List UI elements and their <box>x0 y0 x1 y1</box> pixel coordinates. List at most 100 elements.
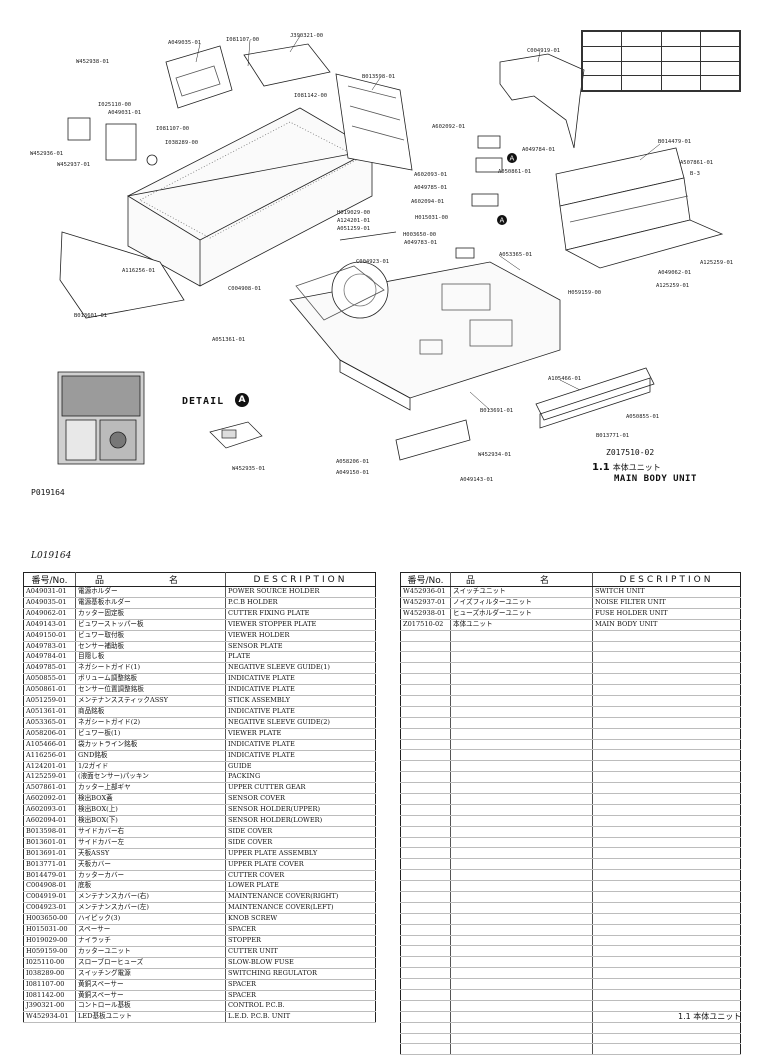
part-number: H015031-00 <box>23 924 76 936</box>
empty-cell <box>592 706 741 718</box>
empty-row <box>400 630 741 642</box>
empty-cell <box>450 837 593 849</box>
part-name-jp: GND銘板 <box>75 750 226 762</box>
empty-cell <box>592 782 741 794</box>
part-name-jp: メンテナンススティックASSY <box>75 695 226 707</box>
empty-cell <box>592 847 741 860</box>
empty-row <box>400 641 741 653</box>
empty-cell <box>592 641 741 653</box>
part-name-jp: コントロール基板 <box>75 1000 226 1013</box>
empty-cell <box>400 728 451 740</box>
part-number: H019029-00 <box>23 935 76 947</box>
empty-cell <box>400 945 451 958</box>
header-no: 番号/No. <box>400 572 451 587</box>
empty-row <box>400 728 741 740</box>
part-name-jp: ノイズフィルターユニット <box>450 597 593 609</box>
part-callout: I038289-00 <box>165 140 199 146</box>
empty-cell <box>592 967 741 980</box>
part-callout: A049062-01 <box>658 270 692 276</box>
empty-cell <box>592 891 741 903</box>
part-number: A125259-01 <box>23 771 76 784</box>
part-name-jp: ビュワー取付板 <box>75 630 226 642</box>
unit-jp-text: 本体ユニット <box>612 463 661 472</box>
empty-cell <box>400 641 451 653</box>
empty-cell <box>400 891 451 903</box>
footer-title: 本体ユニット <box>693 1012 742 1021</box>
empty-cell <box>450 804 593 816</box>
empty-cell <box>400 782 451 794</box>
empty-cell <box>400 771 451 784</box>
part-description: INDICATIVE PLATE <box>225 684 376 697</box>
empty-cell <box>450 651 593 664</box>
part-name-jp: カッターユニット <box>75 946 226 958</box>
part-number: A124201-01 <box>23 761 76 773</box>
part-name-jp: 商品銘板 <box>75 706 226 718</box>
part-name-jp: ネガシートガイド(2) <box>75 717 226 729</box>
empty-row <box>400 1011 741 1023</box>
empty-row <box>400 978 741 991</box>
part-description: VIEWER PLATE <box>225 728 376 740</box>
part-name-jp: メンテナンスカバー(右) <box>75 891 226 904</box>
part-number: A602092-01 <box>23 793 76 806</box>
part-name-jp: スイッチング電源 <box>75 968 226 980</box>
part-name-jp: サイドカバー左 <box>75 837 226 849</box>
part-description: INDICATIVE PLATE <box>225 739 376 751</box>
empty-cell <box>592 869 741 882</box>
part-name-jp: カッター固定板 <box>75 608 226 620</box>
part-name-jp: スローブローヒューズ <box>75 957 226 969</box>
part-description: SPACER <box>225 924 376 936</box>
part-name-jp: (液面センサー)パッキン <box>75 771 226 784</box>
empty-row <box>400 945 741 958</box>
part-name-jp: ナイラッチ <box>75 935 226 947</box>
part-description: SIDE COVER <box>225 837 376 849</box>
empty-cell <box>450 706 593 718</box>
unit-section: 1.1 <box>592 462 610 473</box>
part-callout: I081142-00 <box>294 93 328 99</box>
part-name-jp: センサー位置調整銘板 <box>75 684 226 697</box>
empty-row <box>400 804 741 816</box>
part-name-jp: 天板ASSY <box>75 848 226 860</box>
part-callout: H003650-00 <box>403 232 437 238</box>
part-number: A051361-01 <box>23 706 76 718</box>
part-number: A049784-01 <box>23 651 76 664</box>
empty-cell <box>450 880 593 892</box>
part-name-jp: ヒューズホルダーユニット <box>450 608 593 620</box>
part-description: PACKING <box>225 771 376 784</box>
empty-cell <box>592 880 741 892</box>
part-name-jp: 1/2ガイド <box>75 761 226 773</box>
unit-number: Z017510-02 <box>606 448 655 457</box>
part-number: B013601-01 <box>23 837 76 849</box>
part-callout: A602094-01 <box>411 199 445 205</box>
empty-cell <box>592 793 741 805</box>
part-description: KNOB SCREW <box>225 913 376 926</box>
part-number: C004908-01 <box>23 880 76 893</box>
part-callout: B013771-01 <box>596 433 630 439</box>
empty-cell <box>450 1011 593 1023</box>
picture-id: P019164 <box>31 488 65 497</box>
empty-cell <box>400 858 451 871</box>
empty-row <box>400 771 741 784</box>
part-number: J390321-00 <box>23 1000 76 1013</box>
empty-cell <box>592 945 741 958</box>
empty-row <box>400 847 741 860</box>
empty-row <box>400 662 741 675</box>
footer-section: 1.1 <box>678 1012 691 1021</box>
part-number: A053365-01 <box>23 717 76 729</box>
empty-cell <box>450 673 593 686</box>
empty-row <box>400 858 741 871</box>
empty-cell <box>400 826 451 838</box>
empty-cell <box>400 924 451 936</box>
part-description: NOISE FILTER UNIT <box>592 597 741 609</box>
part-number: I081142-00 <box>23 990 76 1002</box>
part-callout: A049785-01 <box>414 185 448 191</box>
part-callout: I081107-00 <box>226 37 260 43</box>
